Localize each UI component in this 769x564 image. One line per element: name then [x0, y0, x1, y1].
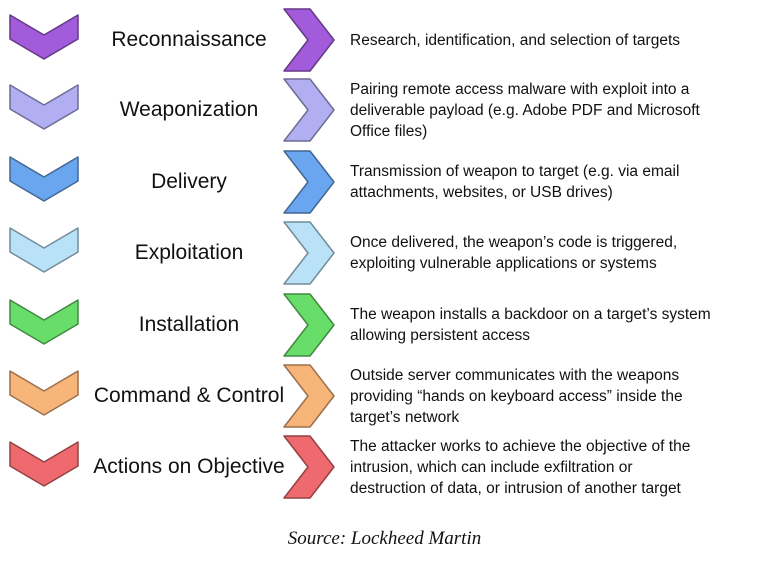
- chevron-down-icon: [9, 156, 79, 202]
- chevron-down-icon: [9, 84, 79, 130]
- stage-name: Command & Control: [93, 384, 285, 407]
- stage-name: Installation: [138, 313, 240, 336]
- chevron-down-icon: [9, 227, 79, 273]
- source-caption: Source: Lockheed Martin: [287, 528, 482, 549]
- chevron-right-icon: [283, 150, 335, 214]
- chevron-right-icon: [283, 78, 335, 142]
- stage-description: Outside server communicates with the wea…: [350, 366, 683, 426]
- chevron-down-icon: [9, 441, 79, 487]
- stage-row: Installation The weapon installs a backdo…: [0, 290, 769, 360]
- chevron-down-icon: [9, 299, 79, 345]
- stage-name: Delivery: [151, 170, 227, 193]
- chevron-down-icon: [9, 370, 79, 416]
- chevron-right-icon: [283, 293, 335, 357]
- stage-row: Command & Control Outside server communic…: [0, 361, 769, 431]
- stage-row: Reconnaissance Research, identification, …: [0, 5, 769, 75]
- chevron-right-icon: [283, 221, 335, 285]
- stage-description: Pairing remote access malware with explo…: [350, 80, 700, 140]
- chevron-down-icon: [9, 14, 79, 60]
- stage-description: Research, identification, and selection …: [350, 31, 680, 49]
- stage-description: Once delivered, the weapon’s code is tri…: [350, 234, 678, 272]
- chevron-right-icon: [283, 435, 335, 499]
- stage-description: Transmission of weapon to target (e.g. v…: [350, 163, 680, 201]
- stage-name: Exploitation: [134, 241, 244, 264]
- stage-description: The weapon installs a backdoor on a targ…: [350, 306, 711, 344]
- kill-chain-diagram: Reconnaissance Research, identification, …: [0, 5, 769, 502]
- stage-name: Reconnaissance: [111, 28, 267, 51]
- stage-row: Actions on Objective The attacker works t…: [0, 432, 769, 502]
- stage-row: Weaponization Pairing remote access malwa…: [0, 75, 769, 145]
- stage-description: The attacker works to achieve the object…: [350, 437, 691, 497]
- stage-name: Weaponization: [119, 98, 259, 121]
- chevron-right-icon: [283, 8, 335, 72]
- chevron-right-icon: [283, 364, 335, 428]
- stage-name: Actions on Objective: [93, 455, 285, 478]
- stage-row: Delivery Transmission of weapon to target…: [0, 147, 769, 217]
- stage-row: Exploitation Once delivered, the weapon’s…: [0, 218, 769, 288]
